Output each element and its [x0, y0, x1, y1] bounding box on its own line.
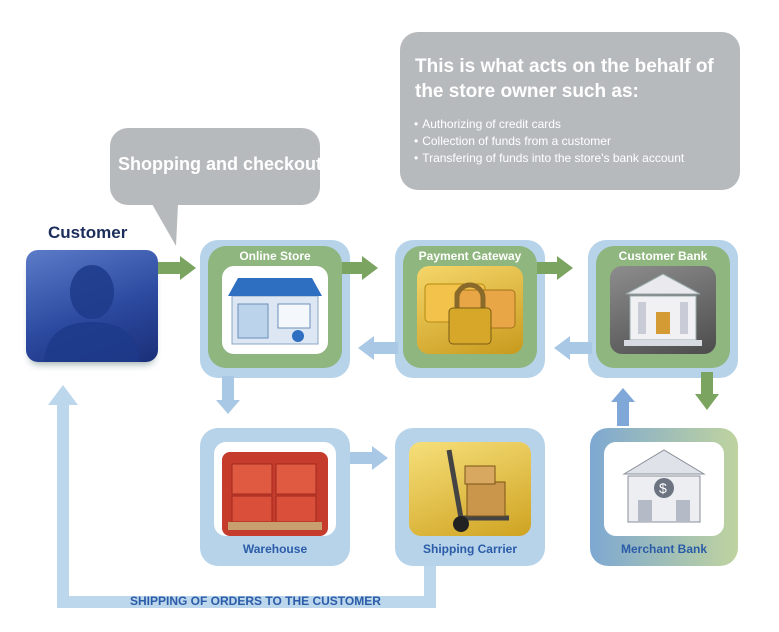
owner-callout: This is what acts on the behalf of the s… — [400, 32, 740, 190]
customer-bank-label: Customer Bank — [618, 249, 708, 263]
payment-gateway-label: Payment Gateway — [418, 249, 522, 263]
arrow-merchant-to-bank — [611, 388, 635, 426]
online-store-frame: Online Store — [200, 240, 350, 378]
arrow-store-to-gateway — [342, 256, 378, 280]
warehouse-label: Warehouse — [242, 542, 308, 556]
boxes-pallet-icon — [222, 452, 328, 536]
shipping-flow-label: SHIPPING OF ORDERS TO THE CUSTOMER — [130, 594, 381, 608]
payment-gateway-card[interactable]: Payment Gateway — [403, 246, 537, 368]
customer-label: Customer — [48, 223, 128, 242]
arrow-store-to-warehouse — [216, 376, 240, 414]
hand-truck-icon — [446, 449, 509, 532]
svg-text:$: $ — [659, 480, 667, 496]
payment-gateway-frame: Payment Gateway — [395, 240, 545, 378]
dollar-bank-icon: $ — [622, 449, 706, 523]
online-store-card[interactable]: Online Store — [208, 246, 342, 368]
owner-callout-item: Authorizing of credit cards — [414, 116, 684, 133]
return-path-arrowhead — [48, 385, 78, 405]
owner-callout-list: Authorizing of credit cards Collection o… — [414, 116, 684, 167]
arrow-bank-to-merchant — [695, 372, 719, 410]
owner-callout-title: This is what acts on the behalf of the s… — [415, 56, 714, 102]
arrow-bank-to-gateway — [554, 336, 592, 360]
arrow-gateway-to-bank — [537, 256, 573, 280]
arrow-warehouse-to-carrier — [350, 446, 388, 470]
merchant-bank-label: Merchant Bank — [620, 542, 708, 556]
arrow-customer-to-store — [158, 256, 196, 280]
customer-bank-frame: Customer Bank — [588, 240, 738, 378]
owner-callout-item: Transfering of funds into the store's ba… — [414, 150, 684, 167]
person-silhouette-icon — [44, 265, 140, 362]
arrow-gateway-to-store — [358, 336, 398, 360]
bank-building-icon — [624, 273, 702, 346]
return-path-line — [57, 405, 436, 608]
online-store-label: Online Store — [239, 249, 311, 263]
shopping-callout: Shopping and checkout — [110, 128, 323, 205]
merchant-bank-tile: $ — [604, 442, 724, 536]
shopping-callout-title: Shopping and checkout — [118, 154, 323, 174]
owner-callout-item: Collection of funds from a customer — [414, 133, 684, 150]
shipping-carrier-frame[interactable]: Shipping Carrier — [395, 428, 545, 566]
shipping-carrier-label: Shipping Carrier — [422, 542, 517, 556]
online-store-tile — [222, 266, 328, 354]
storefront-icon — [228, 278, 322, 345]
padlock-cards-icon — [424, 282, 516, 345]
merchant-bank-frame[interactable]: $ Merchant Bank — [590, 428, 738, 566]
warehouse-tile — [214, 442, 336, 536]
warehouse-frame[interactable]: Warehouse — [200, 428, 350, 566]
customer-bank-tile — [610, 266, 716, 354]
payment-gateway-tile — [417, 266, 523, 354]
customer-tile — [26, 250, 158, 362]
shipping-carrier-tile — [409, 442, 531, 536]
customer-bank-card[interactable]: Customer Bank — [596, 246, 730, 368]
